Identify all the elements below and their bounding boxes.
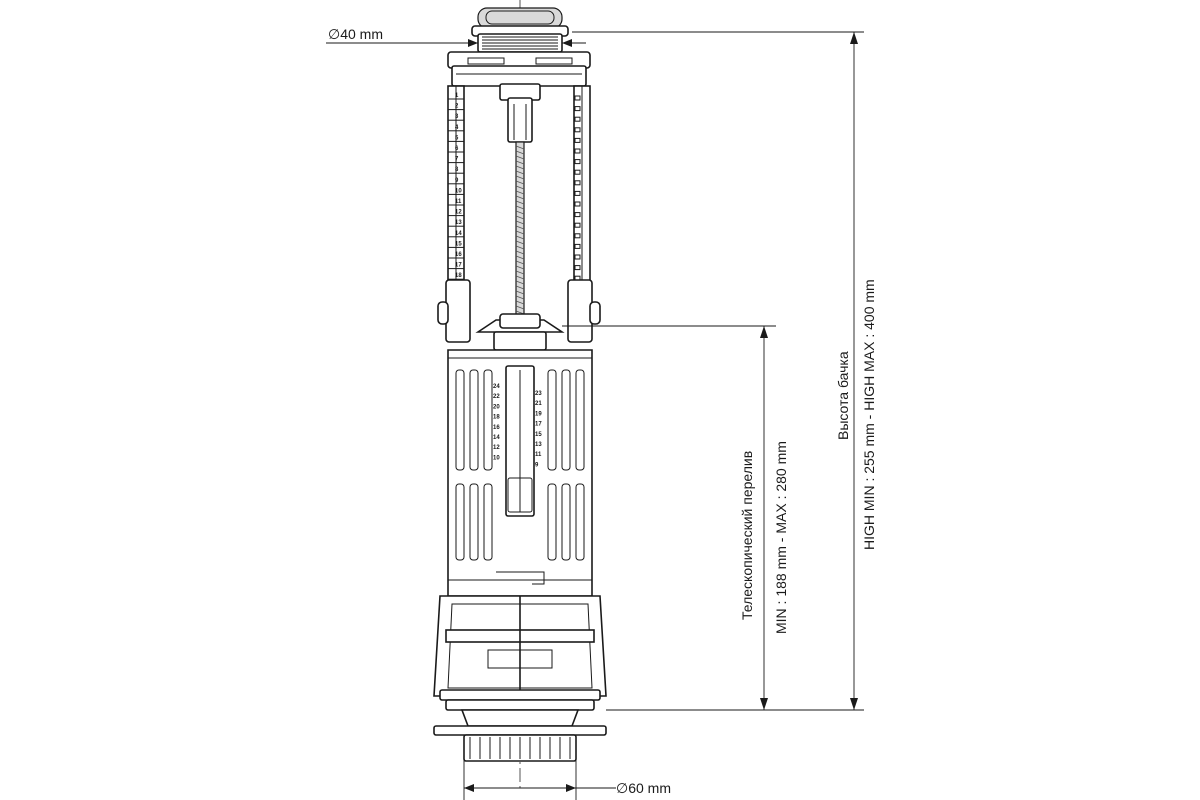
frame-tick: [574, 148, 581, 154]
frame-tick: [574, 243, 581, 249]
scale-mark: 6: [448, 146, 464, 153]
overflow-scale-left: 10: [493, 455, 500, 461]
overflow-scale-right: 23: [535, 391, 542, 397]
cage-slots: [448, 357, 592, 581]
top-diameter-label: ∅40 mm: [328, 26, 383, 42]
frame-tick: [574, 116, 581, 122]
tank-height-dimension: [572, 31, 864, 711]
scale-number: 12: [455, 210, 462, 216]
frame-tick: [574, 190, 581, 196]
frame-tick: [574, 180, 581, 186]
scale-mark: 11: [448, 199, 464, 206]
frame-tick: [574, 137, 581, 143]
scale-mark: 13: [448, 220, 464, 227]
right-frame-ticks: [574, 95, 581, 281]
tank-title-label: Высота бачка: [835, 351, 851, 440]
scale-number: 8: [455, 167, 459, 173]
overflow-scale-left: 22: [493, 394, 500, 400]
overflow-scale-left: 12: [493, 445, 500, 451]
scale-number: 18: [455, 273, 462, 279]
top-diameter-dimension: [326, 39, 586, 47]
scale-mark: 7: [448, 157, 464, 164]
scale-number: 14: [455, 231, 462, 237]
overflow-range-label: MIN : 188 mm - MAX : 280 mm: [773, 441, 789, 634]
frame-tick: [574, 265, 581, 271]
scale-mark: 3: [448, 114, 464, 121]
scale-number: 6: [455, 146, 459, 152]
scale-mark: 4: [448, 125, 464, 132]
scale-number: 1: [455, 93, 459, 99]
tank-range-label: HIGH MIN : 255 mm - HIGH MAX : 400 mm: [861, 279, 877, 550]
frame-tick: [574, 159, 581, 165]
overflow-scale-left: 14: [493, 435, 500, 441]
valve-base: [433, 595, 607, 711]
lower-overflow-scale: 24 22 20 18 16 14 12 10 23 21 19 17 15 13 11 9: [493, 384, 542, 468]
scale-mark: 5: [448, 135, 464, 142]
push-button: [471, 7, 569, 53]
overflow-scale-right: 9: [535, 462, 539, 468]
scale-mark: 9: [448, 178, 464, 185]
frame-tick: [574, 201, 581, 207]
button-thread: [482, 36, 558, 50]
overflow-scale-left: 16: [493, 425, 500, 431]
overflow-scale-right: 17: [535, 422, 542, 428]
overflow-scale-right: 19: [535, 411, 542, 417]
bottom-diameter-label: ∅60 mm: [616, 780, 671, 796]
overflow-scale-left: 18: [493, 415, 500, 421]
overflow-scale-right: 15: [535, 432, 542, 438]
overflow-head: [475, 313, 565, 351]
scale-mark: 1: [448, 93, 464, 100]
scale-mark: 2: [448, 104, 464, 111]
frame-tick: [574, 106, 581, 112]
overflow-scale-left: 24: [493, 384, 500, 390]
scale-number: 9: [455, 178, 459, 184]
outlet-seal: [433, 709, 607, 762]
top-flange: [447, 51, 591, 87]
bottom-diameter-dimension: [463, 756, 616, 800]
lower-cage: 24 22 20 18 16 14 12 10 23 21 19 17 15 13 11 9: [447, 349, 593, 597]
frame-tick: [574, 95, 581, 101]
scale-mark: 12: [448, 210, 464, 217]
overflow-title-label: Телескопический перелив: [739, 451, 755, 620]
scale-number: 5: [455, 135, 459, 141]
scale-number: 7: [455, 157, 459, 163]
frame-tick: [574, 212, 581, 218]
frame-tick: [574, 222, 581, 228]
scale-number: 17: [455, 263, 462, 269]
outlet-ribs: [469, 737, 571, 759]
middle-clips: [437, 279, 601, 343]
overflow-scale-right: 21: [535, 401, 542, 407]
scale-number: 10: [455, 188, 462, 194]
overflow-height-dimension: [562, 325, 776, 711]
frame-tick: [574, 233, 581, 239]
scale-mark: 17: [448, 263, 464, 270]
scale-number: 13: [455, 220, 462, 226]
scale-mark: 15: [448, 241, 464, 248]
frame-tick: [574, 254, 581, 260]
overflow-scale-left: 20: [493, 404, 500, 410]
overflow-scale-right: 11: [535, 452, 542, 458]
scale-number: 3: [455, 114, 459, 120]
scale-mark: 14: [448, 231, 464, 238]
overflow-scale-right: 13: [535, 442, 542, 448]
actuator-rod: [499, 83, 541, 321]
frame-tick: [574, 169, 581, 175]
scale-mark: 10: [448, 188, 464, 195]
frame-tick: [574, 127, 581, 133]
scale-mark: 8: [448, 167, 464, 174]
scale-number: 15: [455, 241, 462, 247]
scale-number: 4: [455, 125, 459, 131]
scale-number: 2: [455, 104, 459, 110]
scale-number: 16: [455, 252, 462, 258]
scale-number: 11: [455, 199, 462, 205]
scale-mark: 16: [448, 252, 464, 259]
